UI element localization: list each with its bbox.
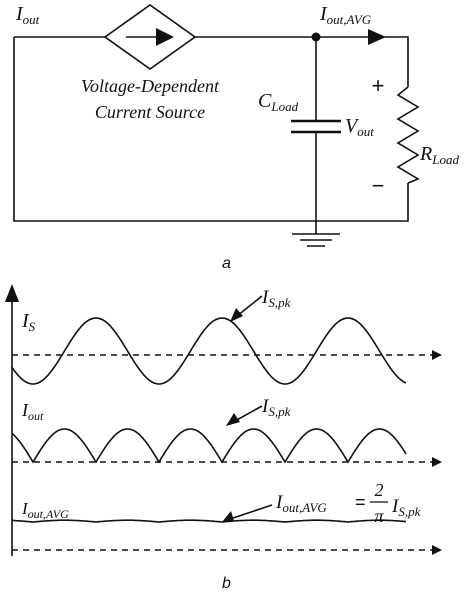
avg-equation: Iout,AVG = 2 π IS,pk — [275, 480, 421, 526]
panel-a-caption: a — [222, 255, 231, 272]
is-peak-pointer-head-icon — [230, 308, 243, 322]
is-label: IS — [21, 310, 36, 334]
panel-b-caption: b — [222, 575, 231, 592]
source-arrow-head-icon — [156, 28, 174, 46]
current-source-diamond — [103, 4, 197, 70]
left-wire — [13, 37, 409, 222]
iout-rectified-wave — [11, 428, 407, 464]
equation-equals: = — [355, 492, 366, 512]
avg-pointer — [229, 504, 273, 520]
is-sine-wave — [11, 317, 407, 385]
source-caption-line2: Current Source — [95, 102, 205, 122]
equation-rhs: IS,pk — [391, 496, 421, 519]
avg-label: Iout,AVG — [21, 499, 69, 521]
resistor-zigzag — [396, 86, 420, 184]
plus-sign: + — [372, 73, 385, 98]
circuit-diagram: Iout Iout,AVG Voltage-Dependent Current … — [13, 3, 459, 272]
avg-pointer-head-icon — [222, 511, 234, 522]
is-peak-label: IS,pk — [261, 287, 291, 310]
resistor-label: RLoad — [419, 143, 459, 167]
capacitor-label: CLoad — [258, 90, 299, 114]
iout-peak-pointer — [234, 405, 263, 422]
equation-lhs: Iout,AVG — [275, 492, 327, 515]
waveform-diagram: IS IS,pk Iout IS,pk Iout,AVG Iout,AVG = … — [5, 284, 442, 592]
iout-peak-pointer-head-icon — [226, 413, 240, 426]
avg-ripple-wave — [11, 519, 407, 523]
iout-peak-label: IS,pk — [261, 396, 291, 419]
top-wire-right — [195, 36, 409, 87]
equation-denominator: π — [374, 506, 384, 526]
output-current-arrow-icon — [368, 29, 386, 45]
iout-label: Iout — [21, 400, 44, 423]
is-peak-pointer — [236, 295, 263, 317]
ground-symbol-icon — [292, 233, 340, 247]
minus-sign: − — [372, 173, 385, 198]
equation-numerator: 2 — [375, 480, 384, 500]
avg-current-label: Iout,AVG — [319, 3, 372, 27]
y-axis-arrow-icon — [5, 284, 19, 302]
source-caption-line1: Voltage-Dependent — [81, 76, 220, 96]
source-current-label: Iout — [15, 3, 40, 27]
vout-label: Vout — [345, 115, 374, 139]
